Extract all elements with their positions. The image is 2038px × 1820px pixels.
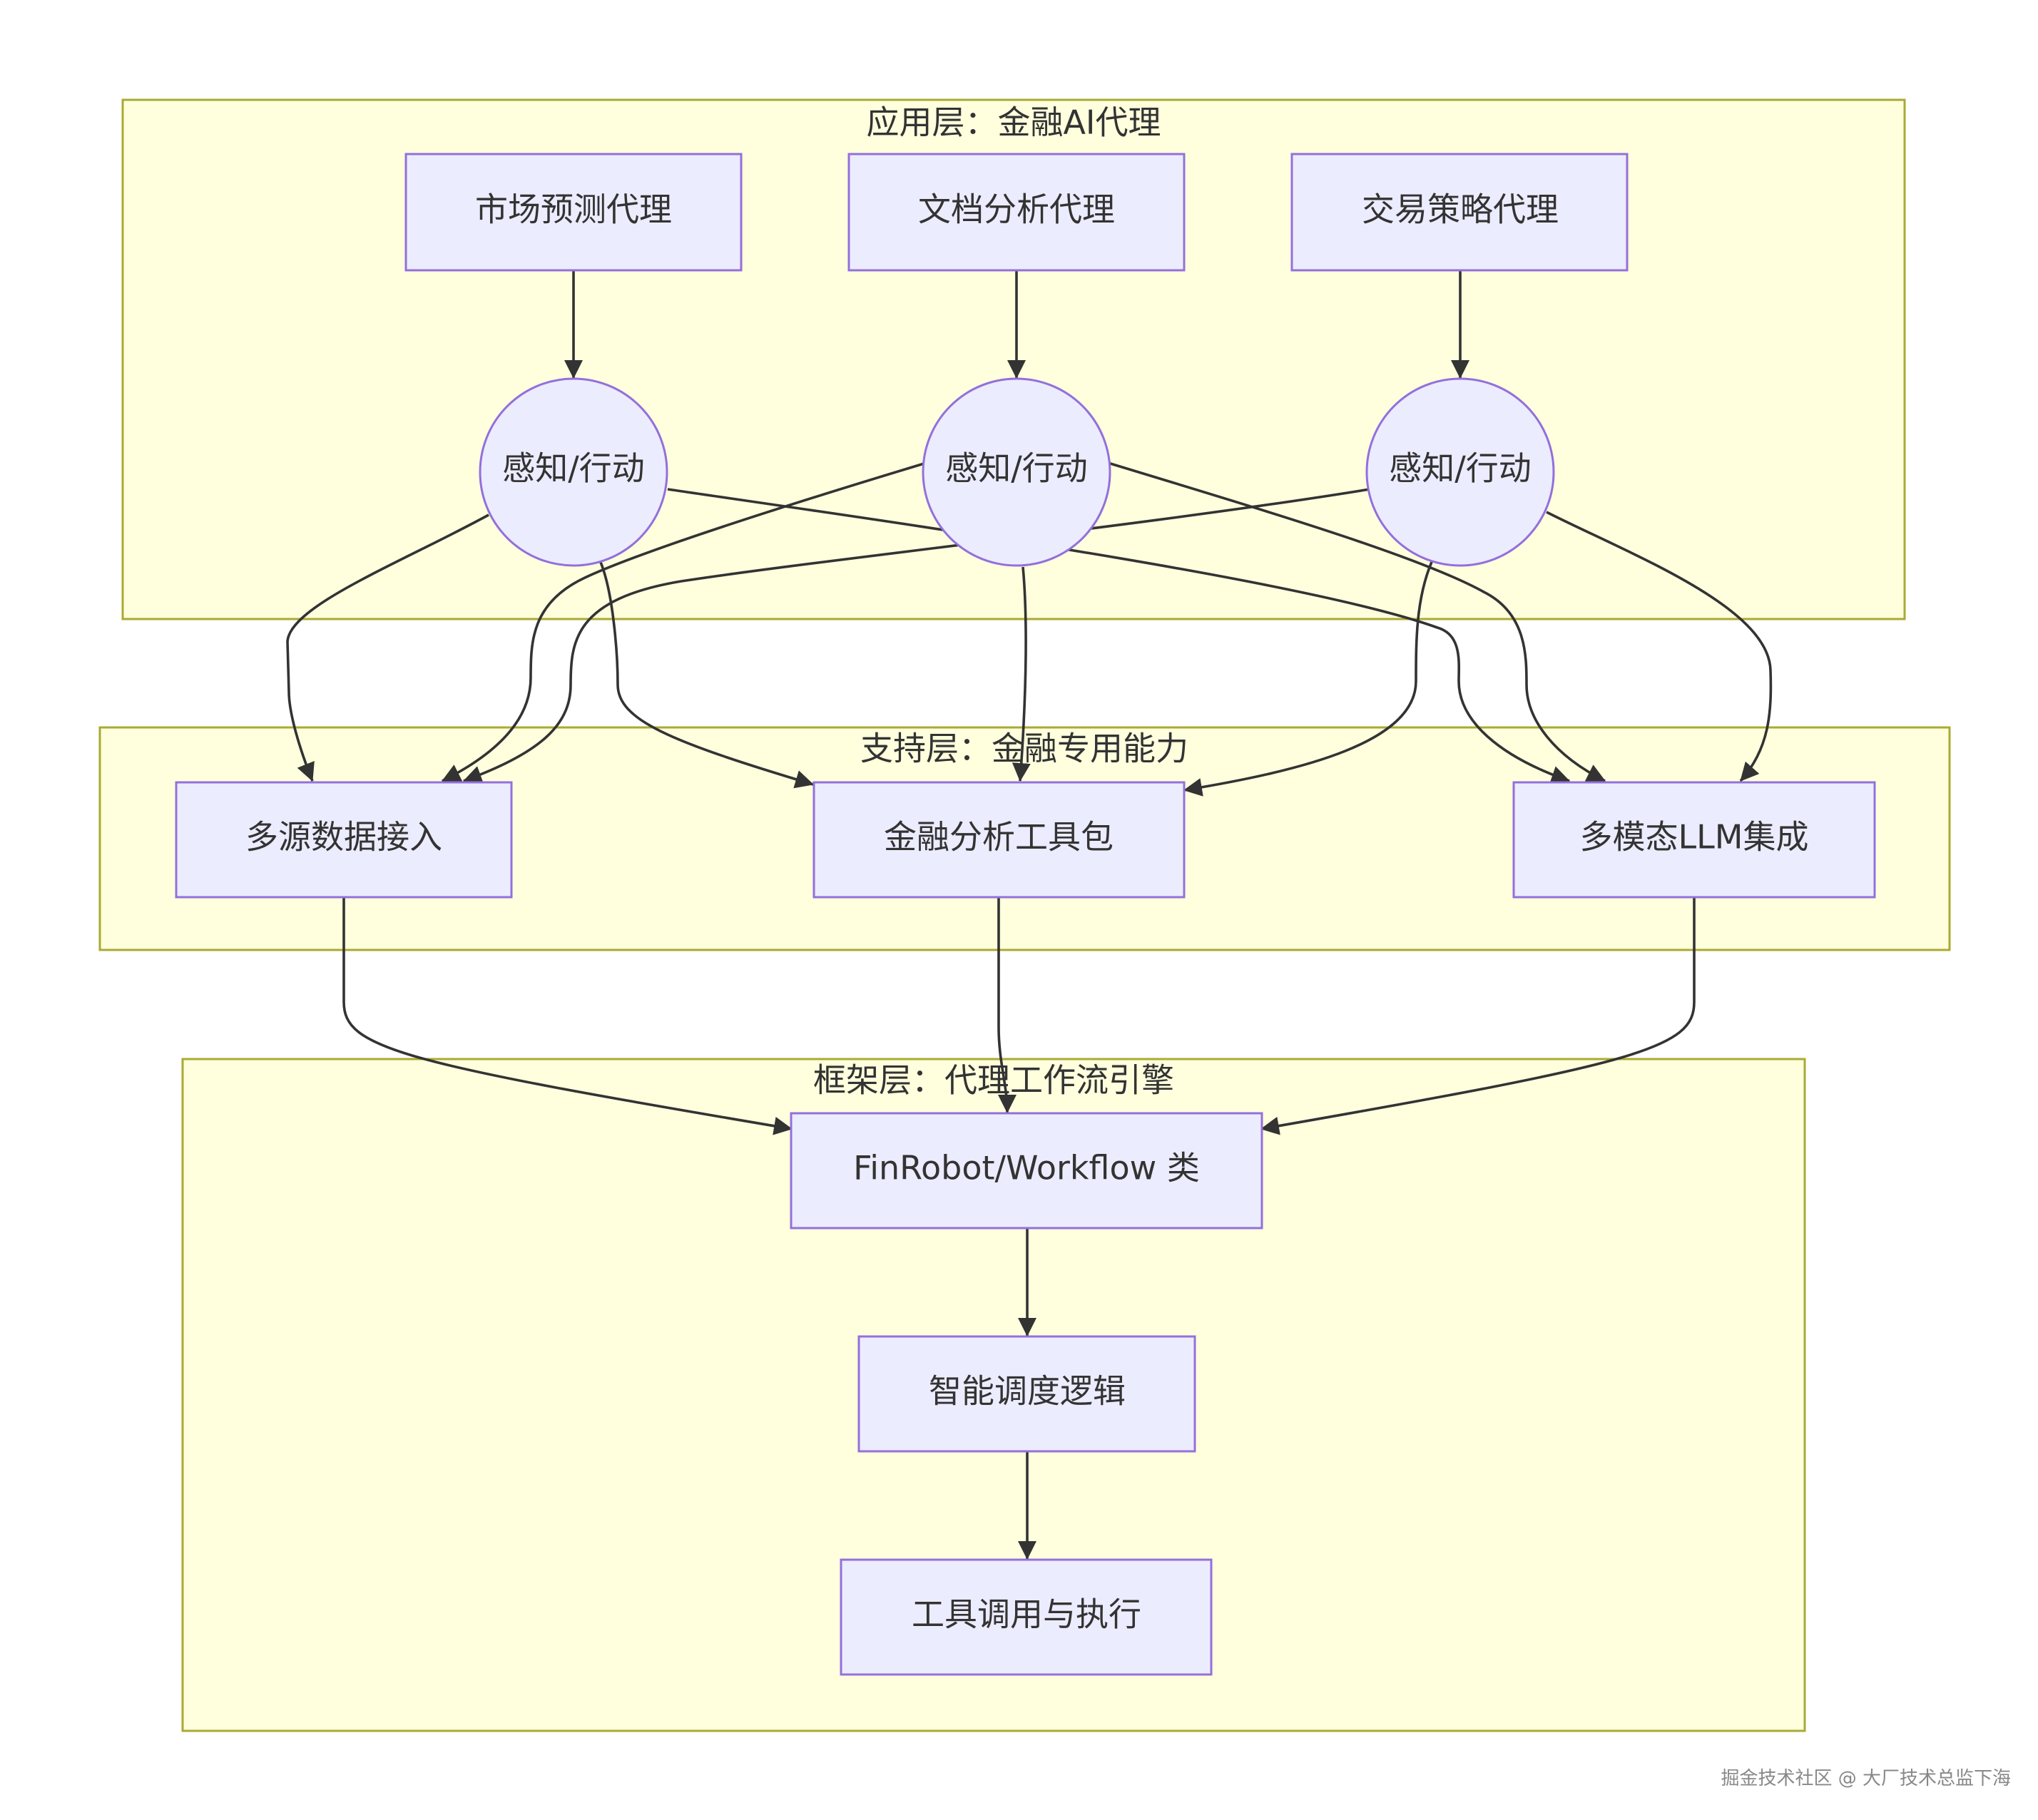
edge-toolkit-to-workflow — [997, 897, 1017, 1113]
node-label: 感知/行动 — [502, 449, 645, 488]
node-label: 感知/行动 — [945, 449, 1088, 488]
node-scheduler[interactable]: 智能调度逻辑 — [857, 1335, 1196, 1453]
edge-perceive3-to-llm — [1546, 511, 1773, 782]
node-trade-agent[interactable]: 交易策略代理 — [1290, 153, 1629, 272]
node-label: 多源数据接入 — [245, 818, 442, 857]
edge-perceive1-to-data — [286, 513, 489, 782]
node-fin-toolkit[interactable]: 金融分析工具包 — [812, 781, 1186, 899]
node-label: 多模态LLM集成 — [1580, 818, 1809, 857]
node-perceive-act-2[interactable]: 感知/行动 — [922, 377, 1111, 567]
node-llm-integration[interactable]: 多模态LLM集成 — [1512, 781, 1876, 899]
subgraph-title-application: 应用层：金融AI代理 — [866, 103, 1161, 142]
node-label: 感知/行动 — [1389, 449, 1532, 488]
node-label: 市场预测代理 — [475, 190, 672, 229]
edge-llm-to-workflow — [1260, 897, 1696, 1135]
node-label: 智能调度逻辑 — [929, 1372, 1126, 1411]
node-tool-exec[interactable]: 工具调用与执行 — [840, 1558, 1213, 1676]
node-market-agent[interactable]: 市场预测代理 — [404, 153, 743, 272]
edge-perceive1-to-toolkit — [598, 560, 814, 789]
edge-data-to-workflow — [342, 897, 793, 1135]
node-doc-agent[interactable]: 文档分析代理 — [847, 153, 1186, 272]
node-label: 金融分析工具包 — [884, 818, 1114, 857]
watermark-text: 掘金技术社区 @ 大厂技术总监下海 — [1721, 1768, 2011, 1789]
node-label: FinRobot/Workflow 类 — [853, 1149, 1200, 1187]
node-workflow-class[interactable]: FinRobot/Workflow 类 — [790, 1112, 1263, 1229]
node-perceive-act-1[interactable]: 感知/行动 — [479, 377, 668, 567]
edges — [286, 271, 1773, 1560]
edge-perceive3-to-toolkit — [1183, 561, 1433, 797]
subgraph-title-framework: 框架层：代理工作流引擎 — [813, 1061, 1174, 1100]
node-label: 工具调用与执行 — [912, 1595, 1141, 1634]
edge-perceive3-to-data — [463, 488, 1370, 784]
subgraph-title-support: 支持层：金融专用能力 — [860, 730, 1188, 768]
node-label: 交易策略代理 — [1362, 190, 1559, 229]
node-label: 文档分析代理 — [918, 190, 1115, 229]
node-perceive-act-3[interactable]: 感知/行动 — [1365, 377, 1555, 567]
edge-perceive2-to-llm — [1105, 461, 1606, 782]
edge-perceive2-to-data — [442, 461, 929, 782]
node-data-ingest[interactable]: 多源数据接入 — [175, 781, 513, 899]
edge-perceive2-to-toolkit — [1012, 566, 1031, 782]
